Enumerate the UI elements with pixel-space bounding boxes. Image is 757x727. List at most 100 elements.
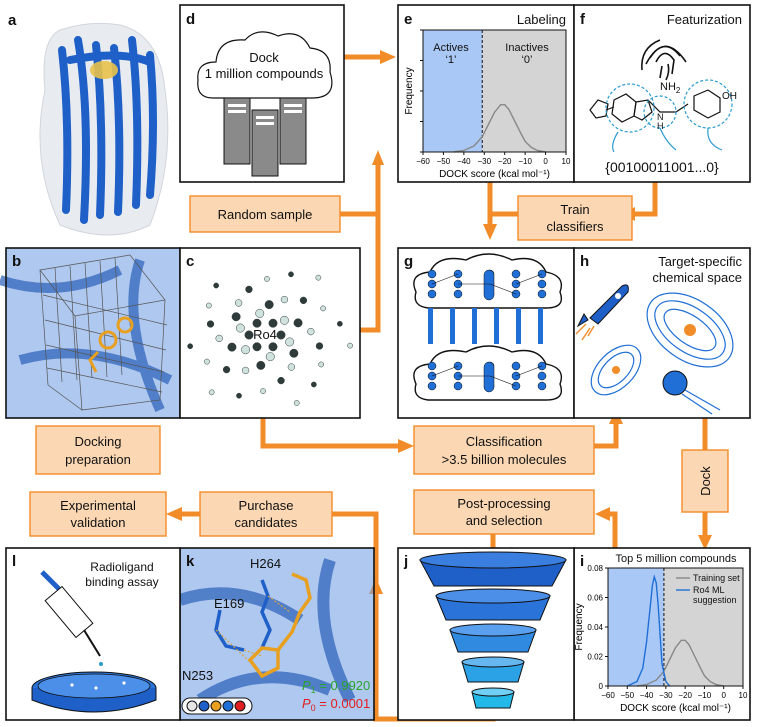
ro4-spiral <box>187 271 353 406</box>
fingerprint-bits: {00100011001...0} <box>605 159 719 175</box>
inactives-region <box>663 568 743 686</box>
actives-value: ‘1’ <box>445 54 456 66</box>
ro4-dot <box>244 330 254 340</box>
ro4-dot <box>299 296 308 305</box>
ro4-dot <box>277 376 285 385</box>
arrow-to-classification <box>260 418 400 449</box>
svg-text:Post-processing: Post-processing <box>457 496 550 511</box>
svg-text:candidates: candidates <box>235 515 298 530</box>
dock-count-label: 1 million compounds <box>205 66 324 81</box>
h-label: H <box>657 121 664 131</box>
residue-legend-icons <box>181 697 253 715</box>
nn-node <box>427 381 437 391</box>
panel-label-l: l <box>12 553 16 570</box>
ro4-dot <box>293 400 300 406</box>
legend-training: Training set <box>693 573 740 583</box>
ro4-dot <box>252 342 262 352</box>
series-line-0 <box>453 104 546 153</box>
arrow-c-to-d <box>360 160 381 333</box>
box-docking-preparation: Docking preparation <box>35 425 161 475</box>
nn-layer <box>483 361 495 393</box>
svg-text:preparation: preparation <box>65 452 131 467</box>
ligand-sticks <box>214 572 312 679</box>
nn-edge <box>515 273 543 285</box>
ro4-dot <box>205 302 212 309</box>
network-nodes <box>427 269 547 393</box>
ro4-dot <box>279 315 289 325</box>
y-tick-label: 0.02 <box>587 653 603 662</box>
chem-space-title-1: Target-specific <box>658 254 742 269</box>
feature-arrows <box>612 127 723 153</box>
x-tick-label: −30 <box>659 691 673 700</box>
x-tick-label: −60 <box>601 691 615 700</box>
ro4-dot <box>265 352 275 362</box>
svg-text:and selection: and selection <box>466 513 543 528</box>
panel-g: g <box>397 247 575 419</box>
ro4-dot <box>215 334 223 343</box>
nn-node <box>453 381 463 391</box>
nn-node <box>537 371 547 381</box>
nn-edge <box>489 283 517 295</box>
nn-edge <box>515 365 543 377</box>
residue-n253: N253 <box>182 668 213 683</box>
series-line-0 <box>636 639 724 687</box>
assay-title-1: Radioligand <box>90 560 153 574</box>
actives-region <box>423 30 483 152</box>
p0-value: P0 = 0.0001 <box>302 696 370 713</box>
panel-label-j: j <box>403 553 408 570</box>
inactives-label: Inactives <box>505 42 549 54</box>
p1-value: P1 = 0.9920 <box>302 678 370 695</box>
ro4-dot <box>241 345 251 355</box>
ro4-dot <box>206 320 215 328</box>
cloud-icon <box>197 31 333 99</box>
nn-node <box>537 279 547 289</box>
panel-label-b: b <box>12 253 21 270</box>
panel-k: k H264 E169 N253 P1 = 0.9920 P0 = 0.0001 <box>178 547 375 721</box>
ro4-dot <box>231 312 241 322</box>
x-tick-label: −50 <box>437 157 451 166</box>
dock-label: Dock <box>249 50 279 65</box>
x-tick-label: −50 <box>620 691 634 700</box>
nn-node <box>427 361 437 371</box>
panel-label-k: k <box>186 553 195 570</box>
panel-label-a: a <box>8 12 17 29</box>
y-axis-label: Frequency <box>404 67 415 114</box>
inactives-region <box>482 30 566 152</box>
nn-node <box>511 269 521 279</box>
box-experimental-validation: Experimental validation <box>29 491 167 537</box>
n-label: N <box>657 112 664 122</box>
server-icon <box>223 97 307 177</box>
panel-label-i: i <box>580 553 584 570</box>
box-random-sample: Random sample <box>189 195 341 233</box>
ro4-dot <box>315 342 324 350</box>
panel-d: Dock 1 million compounds d <box>179 4 345 183</box>
x-tick-label: −20 <box>678 691 692 700</box>
ro4-dot <box>235 323 245 333</box>
panel-i: i Top 5 million compounds −60−50−40−30−2… <box>573 547 751 721</box>
box-classification: Classification >3.5 billion molecules <box>413 425 595 475</box>
x-tick-label: 10 <box>739 691 748 700</box>
actives-label: Actives <box>433 42 469 54</box>
ro4-dot <box>264 276 270 282</box>
nn-node <box>453 289 463 299</box>
nn-edge <box>489 375 517 387</box>
x-tick-label: −30 <box>477 157 491 166</box>
ro4-dot <box>315 274 322 281</box>
panel-b: b <box>0 247 181 419</box>
panel-a-protein: a <box>8 12 169 236</box>
fingerprint-icon <box>641 39 687 81</box>
ro4-dot <box>320 305 326 312</box>
ro4-dot <box>255 308 265 318</box>
ro4-dot <box>234 299 243 307</box>
svg-text:Docking: Docking <box>75 434 122 449</box>
docked-ligand <box>88 316 134 373</box>
ro4-dot <box>241 366 250 375</box>
labeling-title: Labeling <box>517 12 566 27</box>
x-tick-label: 10 <box>562 157 571 166</box>
panel-label-f: f <box>580 11 586 28</box>
ro4-dot <box>227 342 237 352</box>
nn-node <box>537 381 547 391</box>
grid-box <box>39 254 168 411</box>
